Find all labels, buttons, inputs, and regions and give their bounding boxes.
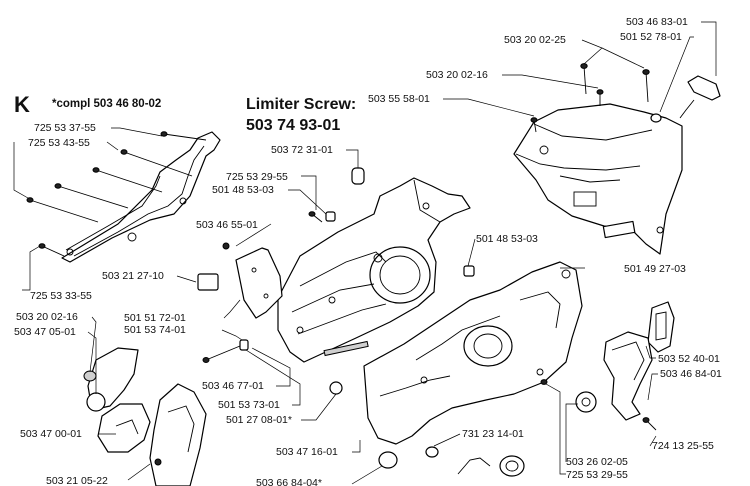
bottom-plug — [378, 451, 398, 469]
hand-guard — [603, 331, 653, 421]
plug-cap — [329, 381, 343, 395]
nut-731 — [425, 446, 439, 458]
stop-switch — [650, 75, 721, 123]
cover-screws — [26, 131, 207, 257]
shaft-pin — [323, 340, 369, 357]
limiter-screw-number: 503 74 93-01 — [246, 117, 340, 134]
label-503-46-77-01: 503 46 77-01 — [202, 380, 264, 392]
label-503-47-00-01: 503 47 00-01 — [20, 428, 82, 440]
label-724-13-25-55: 724 13 25-55 — [652, 440, 714, 452]
label-503-47-16-01: 503 47 16-01 — [276, 446, 338, 458]
limiter-screw-title: Limiter Screw: — [246, 96, 356, 113]
leader-lines — [13, 21, 717, 485]
label-725-53-43-55: 725 53 43-55 — [28, 137, 90, 149]
chain-guide-plate — [235, 247, 283, 319]
label-503-46-84-01: 503 46 84-01 — [660, 368, 722, 380]
bar-bolt — [202, 339, 249, 363]
screw-2955 — [540, 379, 548, 385]
label-503-46-55-01: 503 46 55-01 — [196, 219, 258, 231]
chain-brake-parts — [83, 347, 151, 453]
label-501-48-53-03-left: 501 48 53-03 — [212, 184, 274, 196]
top-screws — [530, 63, 650, 133]
label-503-55-58-01: 503 55 58-01 — [368, 93, 430, 105]
label-503-66-84-04: 503 66 84-04* — [256, 477, 322, 486]
label-503-21-27-10: 503 21 27-10 — [102, 270, 164, 282]
chain-catcher — [197, 273, 219, 291]
label-501-48-53-03-right: 501 48 53-03 — [476, 233, 538, 245]
label-503-21-05-22: 503 21 05-22 — [46, 475, 108, 486]
label-731-23-14-01: 731 23 14-01 — [462, 428, 524, 440]
label-503-20-02-16-top: 503 20 02-16 — [426, 69, 488, 81]
label-501-52-78-01: 501 52 78-01 — [620, 31, 682, 43]
label-725-53-37-55: 725 53 37-55 — [34, 122, 96, 134]
assembly-note: *compl 503 46 80-02 — [52, 98, 161, 110]
crankcase-half-left — [277, 177, 471, 363]
part-labels: 503 46 83-01 501 52 78-01 503 20 02-25 5… — [14, 16, 722, 486]
label-503-72-31-01: 503 72 31-01 — [271, 144, 333, 156]
air-filter-gasket — [647, 301, 675, 353]
label-501-51-72-01: 501 51 72-01 — [124, 312, 186, 324]
label-503-47-05-01: 503 47 05-01 — [14, 326, 76, 338]
crankcase-cover — [61, 131, 221, 263]
small-screw-329 — [308, 211, 323, 223]
rubber-buffer-right — [463, 265, 475, 277]
rubber-buffer-top — [351, 167, 365, 185]
section-letter: K — [14, 92, 30, 117]
label-503-46-83-01: 503 46 83-01 — [626, 16, 688, 28]
label-503-26-02-05: 503 26 02-05 — [566, 456, 628, 468]
label-503-20-02-25: 503 20 02-25 — [504, 34, 566, 46]
label-501-49-27-03: 501 49 27-03 — [624, 263, 686, 275]
rubber-buffer-left — [325, 211, 336, 222]
oil-cap-assembly — [457, 455, 525, 477]
label-725-53-33-55: 725 53 33-55 — [30, 290, 92, 302]
sprocket-washer — [575, 391, 597, 413]
label-501-53-74-01: 501 53 74-01 — [124, 324, 186, 336]
tank-housing — [513, 103, 683, 255]
label-503-52-40-01: 503 52 40-01 — [658, 353, 720, 365]
label-503-20-02-16-left: 503 20 02-16 — [16, 311, 78, 323]
label-725-53-29-55-top: 725 53 29-55 — [226, 171, 288, 183]
label-501-27-08-01: 501 27 08-01* — [226, 414, 292, 426]
label-725-53-29-55-bottom: 725 53 29-55 — [566, 469, 628, 481]
label-501-53-73-01: 501 53 73-01 — [218, 399, 280, 411]
clutch-cover-lower — [149, 383, 207, 486]
screw-1325 — [642, 417, 657, 431]
screw-255 — [222, 242, 230, 250]
crankcase-half-right — [363, 261, 583, 445]
